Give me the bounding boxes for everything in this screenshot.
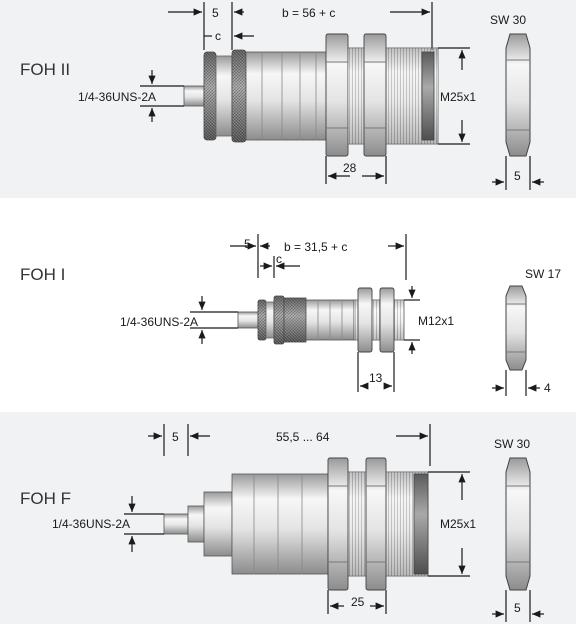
nut-thickness-dimension: [492, 590, 544, 622]
panel-foh-i: FOH I 5 b = 31,5 + c c: [20, 234, 561, 396]
offset-label: 5: [172, 430, 179, 444]
c-label: c: [215, 29, 221, 43]
body-thread-label: M12x1: [418, 314, 454, 328]
hex-nut-1: [325, 33, 349, 157]
flange: [187, 505, 205, 543]
side-nut: [505, 457, 531, 591]
ring-gap: [265, 301, 275, 339]
nut-thickness-label: 5: [514, 169, 521, 183]
hex-nut-1: [357, 287, 373, 353]
nut-width-dimension: [357, 352, 395, 392]
panel-title: FOH II: [20, 60, 70, 79]
thread-label: 1/4-36UNS-2A: [52, 517, 130, 531]
panel-title: FOH I: [20, 265, 65, 284]
nut-thickness-dimension: [492, 370, 540, 396]
end-ring: [413, 473, 429, 575]
body-diameter-dimension: [438, 47, 470, 145]
wrench-label: SW 30: [490, 13, 526, 27]
dimension-top: [168, 2, 433, 50]
end-ring: [421, 51, 435, 141]
nut-thickness-dimension: [492, 156, 544, 190]
length-label: b = 31,5 + c: [284, 240, 347, 254]
nut-dim-label: 25: [351, 595, 365, 609]
stem: [237, 311, 259, 329]
dimension-top: [148, 424, 431, 466]
thread-dimension: [124, 496, 164, 552]
nut-width-dimension: [325, 156, 387, 184]
nut-thickness-label: 5: [514, 601, 521, 615]
nut-width-dimension: [327, 590, 387, 614]
length-label: b = 56 + c: [282, 6, 335, 20]
thread-label: 1/4-36UNS-2A: [78, 90, 156, 104]
stem: [163, 513, 189, 535]
thread-label: 1/4-36UNS-2A: [120, 315, 198, 329]
body-thread-label: M25x1: [440, 90, 476, 104]
nut-dim-label: 28: [343, 161, 357, 175]
wrench-label: SW 30: [494, 437, 530, 451]
collar: [203, 491, 233, 557]
sleeve-body: [245, 51, 327, 141]
ring-gap: [215, 55, 233, 137]
side-nut: [505, 33, 531, 157]
body-diameter-dimension: [428, 471, 470, 577]
body-thread-label: M25x1: [440, 517, 476, 531]
hex-nut-2: [363, 33, 387, 157]
thread-dimension: [190, 296, 238, 344]
wrench-label: SW 17: [525, 267, 561, 281]
thread-dimension: [140, 70, 184, 122]
stem: [183, 85, 205, 107]
hex-nut-2: [365, 457, 387, 591]
hex-nut-1: [327, 457, 349, 591]
nut-dim-label: 13: [369, 371, 383, 385]
nut-thickness-label: 4: [544, 381, 551, 395]
dimension-top: [230, 234, 407, 280]
panel-foh-f: FOH F 5 55,5 ... 64: [20, 424, 544, 622]
sleeve-body: [231, 473, 329, 575]
hex-nut-2: [379, 287, 395, 353]
panel-foh-ii: FOH II 5 b = 56 + c c: [20, 2, 544, 190]
body-diameter-dimension: [404, 286, 420, 354]
panel-title: FOH F: [20, 489, 71, 508]
offset-label: 5: [244, 237, 251, 251]
side-nut: [505, 285, 527, 371]
offset-label: 5: [212, 6, 219, 20]
length-label: 55,5 ... 64: [276, 430, 330, 444]
c-label: c: [276, 252, 282, 266]
